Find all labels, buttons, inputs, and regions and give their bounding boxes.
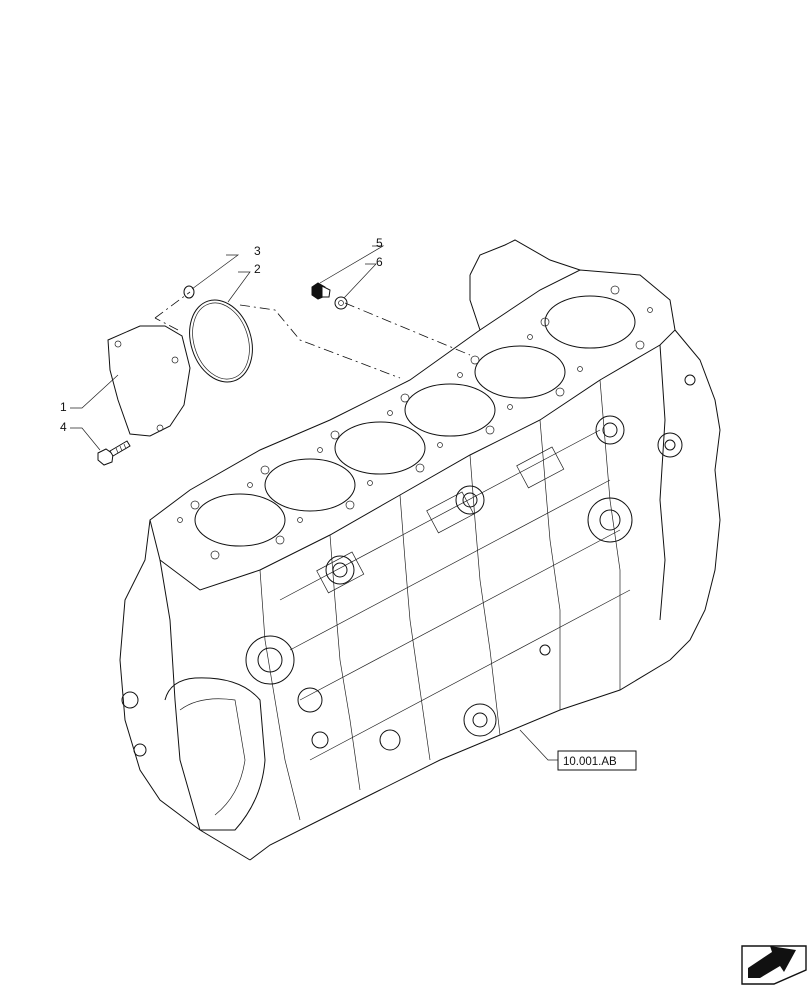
- washer-part-6: [334, 296, 348, 310]
- assembly-centerline-2: [344, 302, 471, 356]
- reference-label: 10.001.AB: [563, 756, 617, 768]
- callout-label-2: 2: [254, 262, 261, 276]
- callout-label-1: 1: [60, 400, 67, 414]
- bolt-part-4: [97, 440, 131, 466]
- small-ring-part-3: [183, 285, 195, 299]
- reference-link[interactable]: 10.001.AB: [557, 750, 637, 771]
- engine-block-illustration: [119, 239, 721, 861]
- next-page-arrow-icon[interactable]: [741, 945, 807, 985]
- leader-lines: [70, 245, 558, 761]
- callout-label-6: 6: [376, 255, 383, 269]
- callout-label-5: 5: [376, 236, 383, 250]
- plug-part-5: [311, 282, 331, 300]
- o-ring-part-2: [189, 299, 253, 383]
- assembly-centerline-1: [154, 304, 401, 379]
- cover-plate-part-1: [107, 325, 191, 437]
- exploded-parts: [97, 282, 471, 466]
- callout-label-4: 4: [60, 420, 67, 434]
- reference-box: [557, 750, 637, 771]
- callout-label-3: 3: [254, 244, 261, 258]
